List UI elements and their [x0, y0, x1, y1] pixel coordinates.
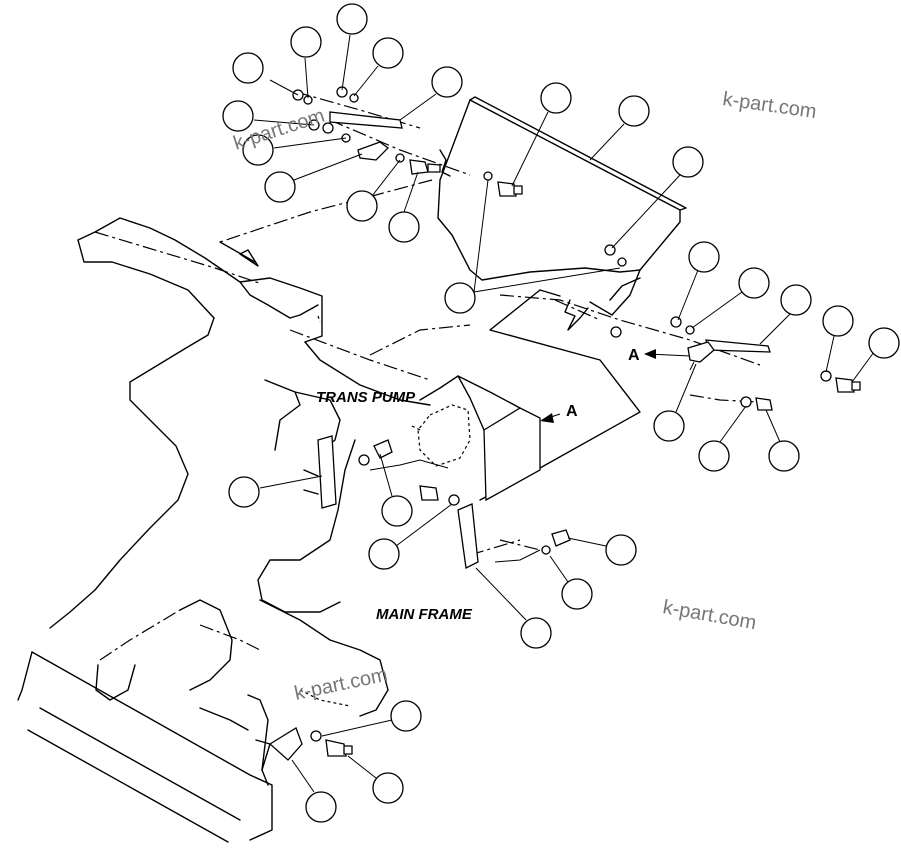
callout-c14: [444, 179, 621, 314]
callout-c7: [242, 134, 347, 166]
callouts: [222, 3, 900, 823]
callout-c13: [611, 146, 704, 249]
callout-c18: [822, 305, 854, 373]
watermark-4: k-part.com: [292, 664, 389, 705]
callout-c16: [691, 267, 770, 329]
trans-pump: [409, 375, 541, 502]
callout-c6: [222, 100, 315, 132]
callout-c1: [232, 52, 299, 96]
view-a-arrow-2: A: [540, 403, 578, 423]
callout-c15: [677, 241, 720, 321]
callout-c10: [388, 171, 420, 243]
callout-c20: [653, 363, 697, 442]
upper-bracket-cluster: [292, 86, 523, 197]
callout-c28: [475, 567, 552, 649]
view-a-label-1: A: [628, 347, 640, 364]
watermark-1: k-part.com: [721, 88, 818, 123]
main-frame-label: MAIN FRAME: [376, 606, 473, 623]
callout-c29: [321, 700, 422, 737]
callout-c25: [368, 503, 453, 570]
center-bracket-cluster: [303, 435, 571, 569]
callout-c24: [379, 453, 413, 527]
callout-c8: [264, 153, 363, 203]
callout-c17: [759, 284, 812, 345]
callout-c19: [851, 327, 900, 383]
view-a-label-2: A: [566, 403, 578, 420]
callout-c27: [549, 555, 593, 610]
watermark-3: k-part.com: [661, 596, 758, 634]
lower-bracket-cluster: [255, 727, 353, 771]
callout-c9: [346, 159, 401, 222]
callout-c22: [765, 409, 800, 472]
view-a-arrow-1: A: [628, 347, 691, 364]
right-bracket-cluster: [604, 244, 861, 411]
callout-c3: [336, 3, 368, 91]
callout-c21: [698, 405, 747, 472]
callout-c23: [228, 475, 323, 508]
callout-c11: [511, 82, 572, 187]
callout-c2: [290, 26, 322, 99]
callout-c31: [291, 759, 337, 823]
trans-pump-label: TRANS PUMP: [316, 389, 416, 406]
callout-c12: [589, 95, 650, 161]
main-frame-outline: [17, 217, 471, 843]
callout-c4: [353, 37, 404, 97]
callout-c5: [399, 66, 463, 121]
callout-c26: [567, 534, 637, 566]
callout-c30: [347, 755, 404, 804]
